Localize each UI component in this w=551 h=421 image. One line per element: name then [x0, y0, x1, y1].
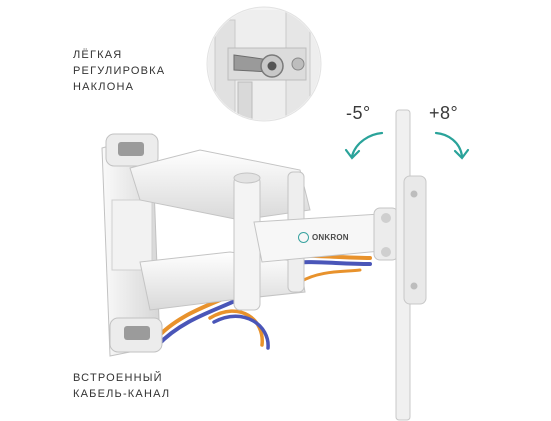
brand-name: ONKRON: [312, 233, 349, 242]
curved-arrow-down-left-icon: [344, 131, 384, 160]
tilt-caption-line: НАКЛОНА: [73, 81, 135, 93]
upper-arm: [129, 149, 311, 221]
lower-arm: [139, 251, 306, 311]
cable-caption-line: КАБЕЛЬ-КАНАЛ: [73, 388, 171, 400]
tilt-angle-up: +8°: [429, 103, 459, 123]
wall-plate: [101, 133, 163, 357]
cable-caption: ВСТРОЕННЫЙ КАБЕЛЬ-КАНАЛ: [73, 370, 170, 402]
tilt-caption-line: ЛЁГКАЯ: [73, 49, 123, 61]
curved-arrow-down-right-icon: [434, 131, 470, 160]
front-arm: [253, 207, 399, 263]
onkron-logo-icon: ONKRON: [298, 232, 349, 243]
tilt-caption: ЛЁГКАЯ РЕГУЛИРОВКА НАКЛОНА: [73, 47, 165, 95]
tilt-detail-circle: [206, 6, 322, 122]
vesa-bracket: [395, 109, 427, 421]
cable-caption-line: ВСТРОЕННЫЙ: [73, 372, 163, 384]
tilt-angle-down: -5°: [346, 103, 371, 123]
tilt-caption-line: РЕГУЛИРОВКА: [73, 65, 166, 77]
